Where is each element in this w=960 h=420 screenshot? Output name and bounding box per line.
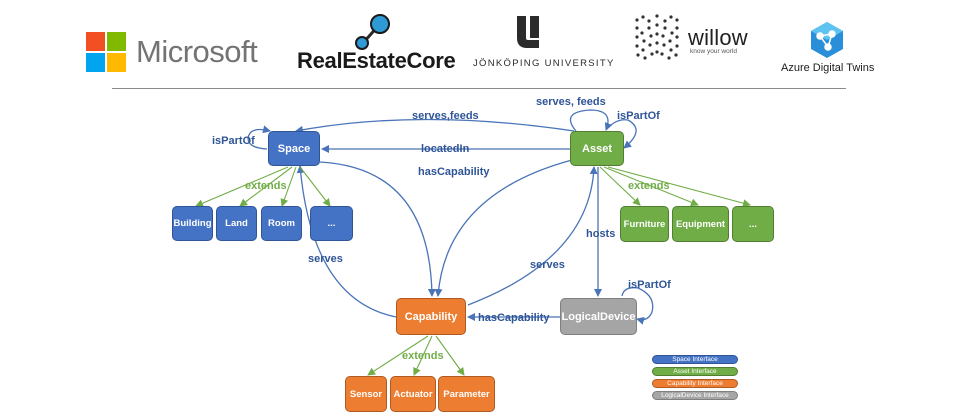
- label-ispartof-device: isPartOf: [628, 279, 671, 291]
- extends-asset-to-furniture: [599, 166, 641, 206]
- microsoft-logo-yellow-square: [107, 53, 126, 72]
- node-building[interactable]: Building: [172, 206, 213, 241]
- node-space-more[interactable]: ...: [310, 206, 353, 241]
- edge-serves-feeds-asset-self: [569, 109, 613, 132]
- header-divider: [112, 88, 846, 89]
- label-extends-capability: extends: [402, 350, 444, 362]
- node-furniture[interactable]: Furniture: [620, 206, 669, 242]
- microsoft-logo-green-square: [107, 32, 126, 51]
- label-extends-space: extends: [245, 180, 287, 192]
- legend-logicaldevice-interface: LogicalDevice Interface: [652, 391, 738, 400]
- label-serves-device: serves: [530, 259, 565, 271]
- node-actuator[interactable]: Actuator: [390, 376, 436, 412]
- edge-hascapability-space-to-capability: [319, 161, 436, 297]
- label-ispartof-space: isPartOf: [212, 135, 255, 147]
- node-asset-more[interactable]: ...: [732, 206, 774, 242]
- extends-capability-to-sensor: [367, 335, 429, 376]
- azure-digital-twins-logo-icon: [811, 22, 843, 58]
- node-land[interactable]: Land: [216, 206, 257, 241]
- label-hascapability-asset: hasCapability: [418, 166, 490, 178]
- legend-space-interface: Space Interface: [652, 355, 738, 364]
- extends-space-to-land: [239, 166, 293, 207]
- node-space[interactable]: Space: [268, 131, 320, 166]
- label-serves-feeds-top: serves,feeds: [412, 110, 479, 122]
- label-ispartof-asset: isPartOf: [617, 110, 660, 122]
- label-locatedin: locatedIn: [421, 143, 470, 155]
- jonkoping-logo-icon: [517, 16, 539, 48]
- jonkoping-logo-text: JÖNKÖPING UNIVERSITY: [473, 58, 615, 69]
- azure-digital-twins-logo-text: Azure Digital Twins: [781, 62, 875, 74]
- edge-ispartof-space-self: [247, 125, 271, 150]
- label-hosts: hosts: [586, 228, 615, 240]
- edge-ispartof-logicaldevice-self: [621, 287, 654, 325]
- realestatecore-logo-text: RealEstateCore: [297, 48, 456, 73]
- node-asset[interactable]: Asset: [570, 131, 624, 166]
- extends-capability-to-parameter: [435, 335, 465, 376]
- extends-asset-to-equipment: [603, 166, 699, 207]
- node-sensor[interactable]: Sensor: [345, 376, 387, 412]
- edge-hascapability-asset-to-capability: [434, 159, 573, 297]
- node-logical-device[interactable]: LogicalDevice: [560, 298, 637, 335]
- extends-asset-to-more: [607, 166, 751, 208]
- label-serves-feeds-asset: serves, feeds: [536, 96, 606, 108]
- willow-logo-text: willow: [688, 25, 748, 50]
- node-parameter[interactable]: Parameter: [438, 376, 495, 412]
- label-serves-space: serves: [308, 253, 343, 265]
- realestatecore-logo-icon: [355, 14, 390, 50]
- legend-asset-interface: Asset Interface: [652, 367, 738, 376]
- willow-logo-icon: [635, 14, 679, 60]
- legend-capability-interface: Capability Interface: [652, 379, 738, 388]
- edge-ispartof-asset-self: [605, 119, 637, 149]
- microsoft-logo-red-square: [86, 32, 105, 51]
- node-capability[interactable]: Capability: [396, 298, 466, 335]
- microsoft-logo-text: Microsoft: [136, 34, 258, 69]
- edge-serves-capability-to-asset: [467, 166, 598, 306]
- microsoft-logo-blue-square: [86, 53, 105, 72]
- node-room[interactable]: Room: [261, 206, 302, 241]
- extends-space-to-more: [299, 166, 331, 207]
- label-hascapability-device: hasCapability: [478, 312, 550, 324]
- willow-logo-tagline: know your world: [690, 48, 737, 55]
- edge-serves-feeds-asset-to-space: [295, 118, 575, 134]
- label-extends-asset: extends: [628, 180, 670, 192]
- extends-capability-to-actuator: [413, 335, 433, 376]
- edge-serves-capability-to-space: [296, 165, 397, 318]
- extends-space-to-building: [195, 166, 289, 207]
- extends-space-to-room: [280, 166, 297, 207]
- microsoft-logo: [86, 32, 126, 72]
- node-equipment[interactable]: Equipment: [672, 206, 729, 242]
